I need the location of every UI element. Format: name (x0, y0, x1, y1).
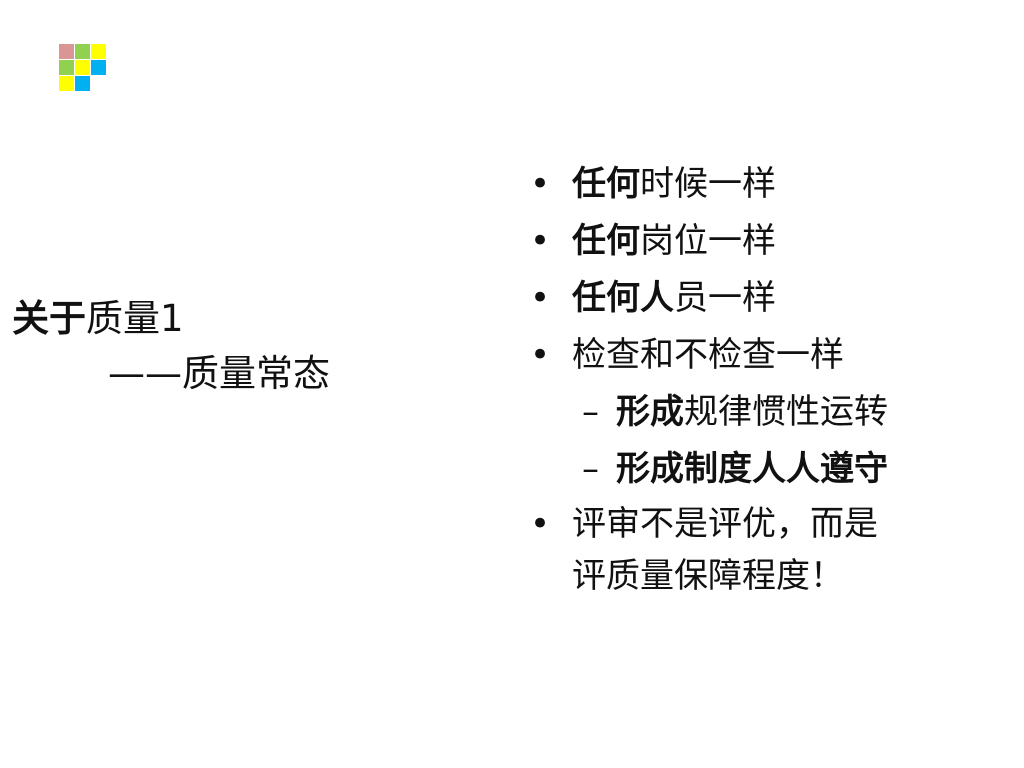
bullet-marker: • (530, 335, 551, 375)
logo-cell (59, 44, 74, 59)
bullet-list: • 任何时候一样 • 任何岗位一样 • 任何人员一样 • 检查和不检查一样 – … (530, 156, 1010, 602)
logo-mosaic-icon (59, 44, 107, 92)
dash-marker: – (582, 392, 599, 432)
dash-marker: – (582, 449, 599, 489)
bullet-text-line: 评质量保障程度！ (572, 556, 844, 596)
bullet-bold: 形成 (616, 392, 684, 432)
bullet-text: 检查和不检查一样 (572, 335, 844, 375)
bullet-marker: • (530, 504, 551, 544)
bullet-item: • 检查和不检查一样 (530, 327, 1010, 384)
bullet-text-line: 评审不是评优，而是 (572, 504, 878, 544)
bullet-marker: • (530, 278, 551, 318)
bullet-text: 时候一样 (640, 164, 776, 204)
bullet-text: 岗位一样 (640, 221, 776, 261)
bullet-item: • 评审不是评优，而是 评质量保障程度！ (530, 498, 1010, 602)
bullet-bold: 任何人 (572, 278, 674, 318)
bullet-text: 员一样 (674, 278, 776, 318)
bullet-item: • 任何人员一样 (530, 270, 1010, 327)
sub-bullet-item: – 形成规律惯性运转 (530, 384, 1010, 441)
logo-cell (75, 60, 90, 75)
logo-cell (59, 60, 74, 75)
logo-cell (91, 44, 106, 59)
bullet-marker: • (530, 164, 551, 204)
sub-bullet-item: – 形成制度人人遵守 (530, 441, 1010, 498)
bullet-item: • 任何岗位一样 (530, 213, 1010, 270)
logo-cell (59, 76, 74, 91)
bullet-bold: 形成制度人人遵守 (616, 449, 888, 489)
slide-subtitle: ——质量常态 (108, 352, 330, 395)
slide-title: 关于质量1 (12, 296, 184, 342)
bullet-text: 规律惯性运转 (684, 392, 888, 432)
bullet-bold: 任何 (572, 221, 640, 261)
logo-cell (75, 76, 90, 91)
bullet-marker: • (530, 221, 551, 261)
title-bold: 关于 (12, 297, 86, 340)
bullet-item: • 任何时候一样 (530, 156, 1010, 213)
bullet-bold: 任何 (572, 164, 640, 204)
logo-cell (75, 44, 90, 59)
title-rest: 质量1 (86, 297, 184, 340)
logo-cell (91, 60, 106, 75)
